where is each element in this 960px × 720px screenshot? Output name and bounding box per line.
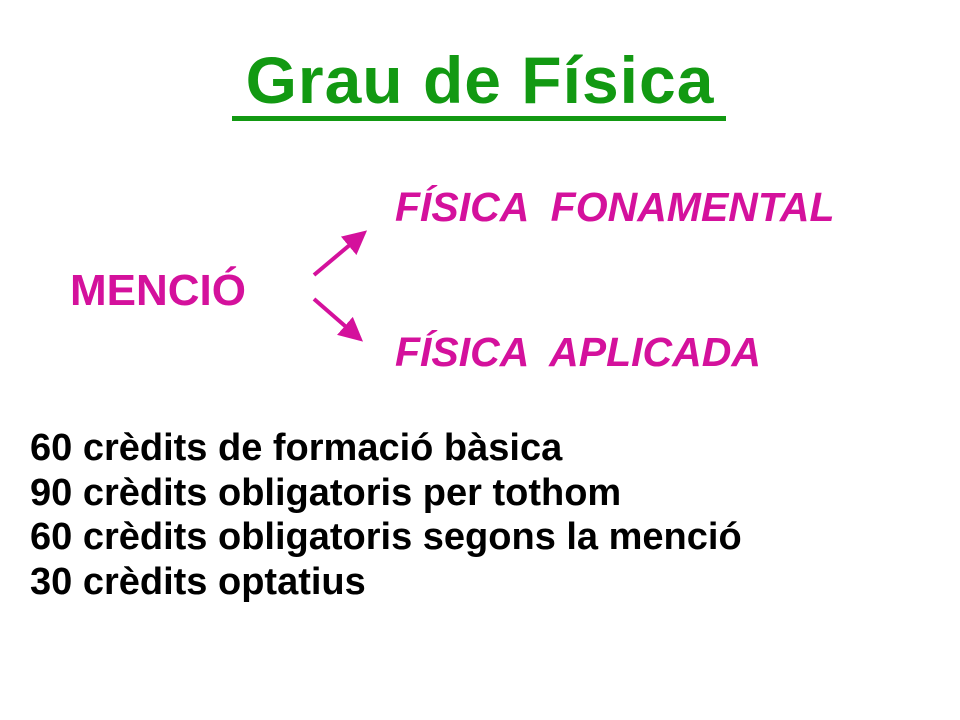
list-item: 90 crèdits obligatoris per tothom xyxy=(30,471,622,514)
branch-arrows xyxy=(312,230,368,342)
list-item: 30 crèdits optatius xyxy=(30,560,366,603)
title-underline xyxy=(232,116,726,121)
list-item: 60 crèdits de formació bàsica xyxy=(30,427,563,469)
mencio-label: MENCIÓ xyxy=(70,266,246,315)
slide-title: Grau de Física xyxy=(245,43,715,117)
credits-list: 60 crèdits de formació bàsica 90 crèdits… xyxy=(30,426,742,604)
arrow-down-icon xyxy=(312,297,364,342)
option-fisica-aplicada: FÍSICA APLICADA xyxy=(395,329,761,375)
list-item: 60 crèdits obligatoris segons la menció xyxy=(30,516,742,558)
arrow-up-icon xyxy=(312,230,368,277)
option-fisica-fonamental: FÍSICA FONAMENTAL xyxy=(395,184,835,230)
